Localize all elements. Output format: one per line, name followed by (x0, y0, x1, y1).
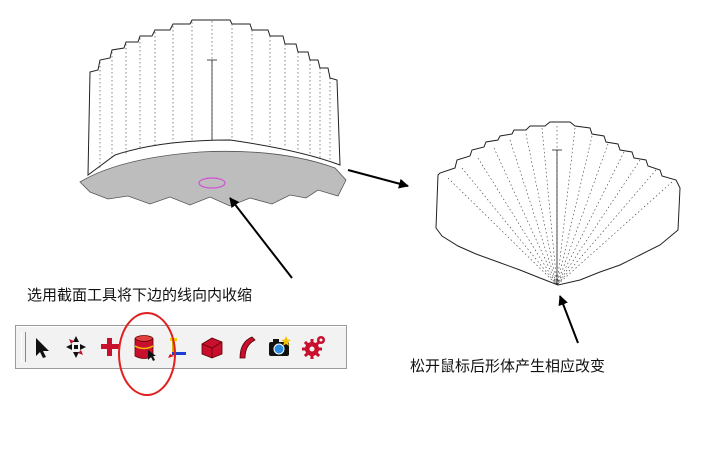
left-model-base (79, 150, 347, 207)
move-cross-icon (101, 338, 119, 356)
modeling-toolbar (15, 325, 347, 369)
caption-right: 松开鼠标后形体产生相应改变 (410, 357, 606, 375)
left-model-body (87, 19, 341, 177)
select-arrow-icon (36, 338, 49, 358)
scale-tool-button[interactable] (62, 332, 90, 362)
right-model[interactable] (435, 121, 681, 286)
section-selection (198, 177, 226, 189)
arrow-to-apex (558, 295, 579, 344)
right-model-body (435, 121, 681, 286)
render-camera-icon (269, 336, 291, 356)
left-model[interactable] (79, 19, 347, 207)
section-tool-highlight (118, 312, 176, 396)
settings-gear-icon (302, 336, 325, 359)
caption-left: 选用截面工具将下边的线向内收缩 (27, 286, 253, 304)
render-tool-button[interactable] (266, 332, 294, 362)
bend-shape-icon (239, 336, 256, 359)
arrow-to-result (347, 169, 409, 189)
box-tool-button[interactable] (198, 332, 226, 362)
arrow-to-selection (229, 197, 293, 279)
box-shape-icon (201, 337, 223, 359)
bend-tool-button[interactable] (232, 332, 260, 362)
move-tool-button[interactable] (96, 332, 124, 362)
settings-tool-button[interactable] (300, 332, 328, 362)
select-tool-button[interactable] (28, 332, 56, 362)
toolbar-grip[interactable] (21, 332, 26, 362)
scale-arrows-icon (66, 336, 86, 358)
